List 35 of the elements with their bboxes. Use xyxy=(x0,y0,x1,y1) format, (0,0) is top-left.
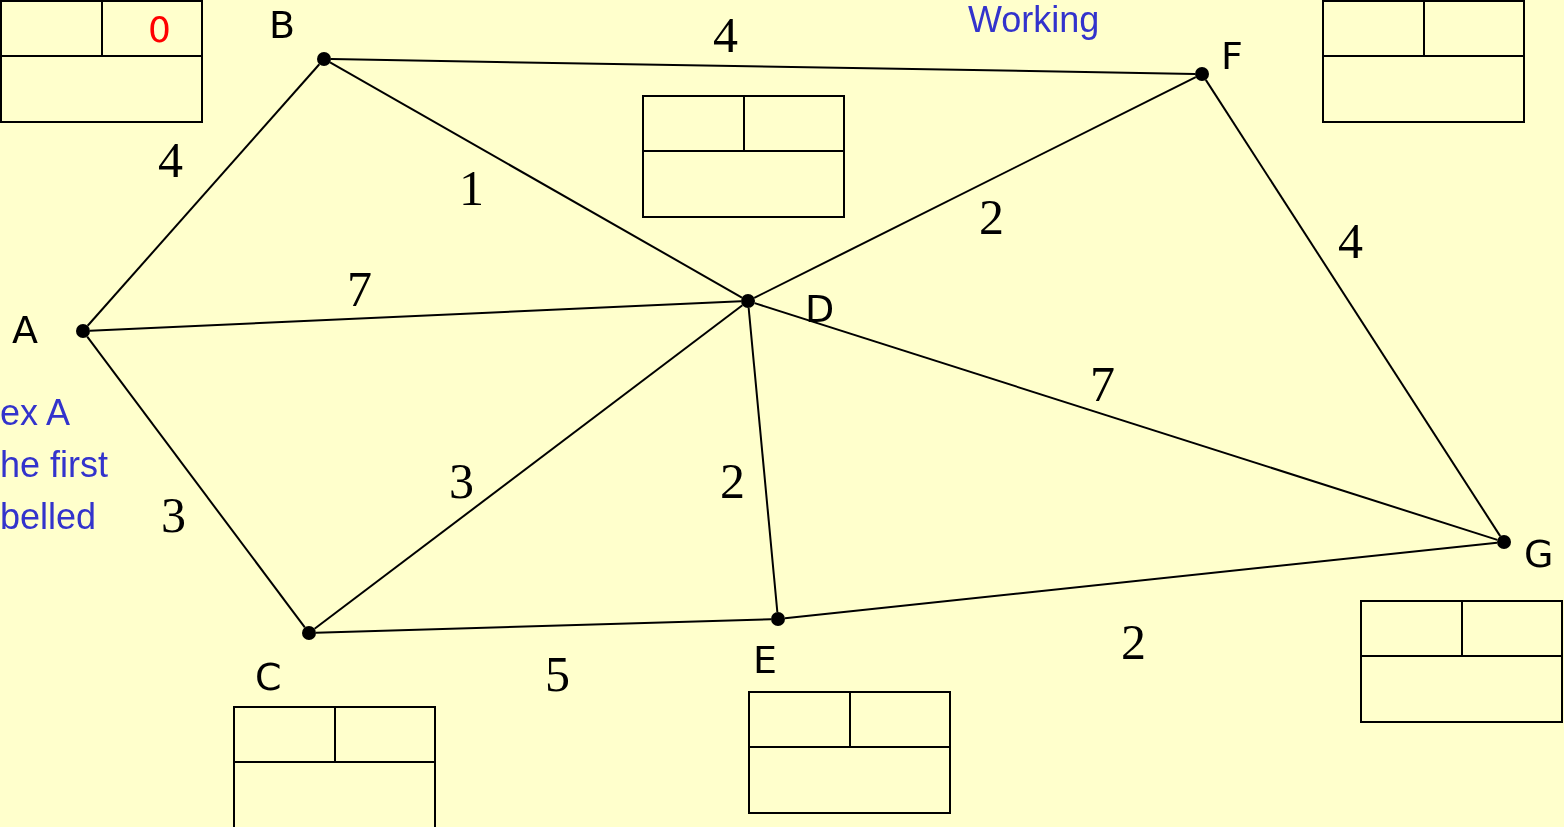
edge-line xyxy=(753,302,1499,541)
edge-line xyxy=(753,76,1197,299)
label-table xyxy=(0,0,203,123)
vertex-label: E xyxy=(753,641,777,679)
edge-line xyxy=(330,58,1196,75)
vertex-dot xyxy=(771,612,785,626)
note-text: ex A he first belled xyxy=(0,391,110,539)
edge-line xyxy=(329,61,743,299)
label-table xyxy=(748,691,951,814)
vertex-label: B xyxy=(269,6,296,44)
edge-line xyxy=(86,335,306,629)
vertex-dot xyxy=(741,294,755,308)
edge-line xyxy=(747,306,779,614)
edge-line xyxy=(315,618,772,634)
edge-line xyxy=(86,63,321,327)
vertex-label: D xyxy=(805,290,835,328)
vertex-label: F xyxy=(1221,37,1243,75)
distance-value: 0 xyxy=(148,12,171,48)
edge-line xyxy=(783,541,1499,620)
vertex-dot xyxy=(1497,535,1511,549)
vertex-dot xyxy=(317,52,331,66)
note-text: Working xyxy=(968,0,1101,42)
vertex-label: C xyxy=(255,658,282,696)
vertex-dot xyxy=(302,626,316,640)
vertex-dot xyxy=(1195,67,1209,81)
edge-line xyxy=(89,300,742,332)
label-table xyxy=(233,706,436,827)
label-table xyxy=(1322,0,1525,123)
edge-line xyxy=(1204,78,1502,538)
label-table xyxy=(642,95,845,218)
label-table xyxy=(1360,600,1563,723)
vertex-dot xyxy=(76,324,90,338)
edge-line xyxy=(313,304,744,630)
vertex-label: A xyxy=(12,311,38,349)
vertex-label: G xyxy=(1524,535,1554,573)
